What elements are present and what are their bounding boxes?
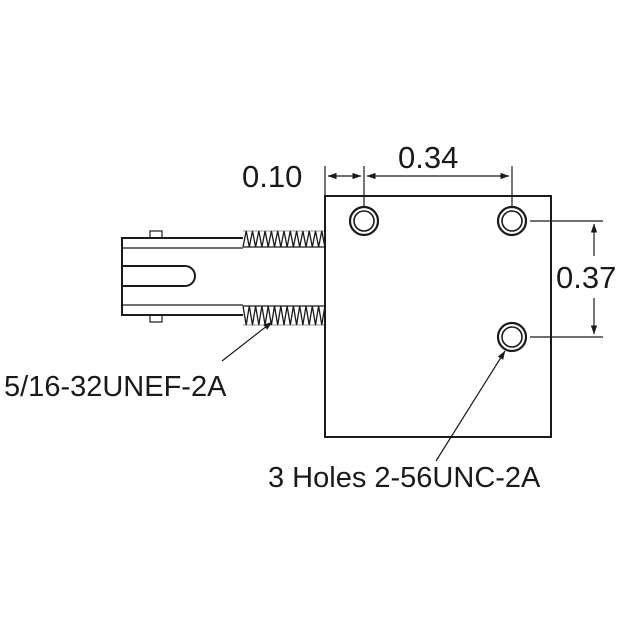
dimension-hole-spacing-horizontal-label: 0.34	[398, 140, 458, 175]
thread-band-bottom	[242, 305, 326, 326]
connector-nose	[121, 230, 243, 323]
dimension-offset-left-label: 0.10	[242, 159, 302, 194]
mounting-hole-top-left	[348, 205, 380, 237]
thread-callout-label: 5/16-32UNEF-2A	[4, 371, 227, 403]
holes-callout-label: 3 Holes 2-56UNC-2A	[268, 462, 541, 494]
thread-band-top	[242, 230, 326, 248]
dimension-hole-spacing-vertical-label: 0.37	[556, 260, 616, 295]
mounting-hole-top-right	[496, 205, 528, 237]
threaded-shank	[242, 230, 326, 326]
dimension-offset-left	[324, 166, 365, 207]
mounting-hole-bottom-right	[496, 321, 528, 353]
thread-callout-leader	[221, 321, 273, 362]
holes-callout-leader	[435, 350, 506, 462]
connector-body	[324, 195, 552, 438]
dimension-hole-spacing-horizontal	[366, 166, 513, 207]
